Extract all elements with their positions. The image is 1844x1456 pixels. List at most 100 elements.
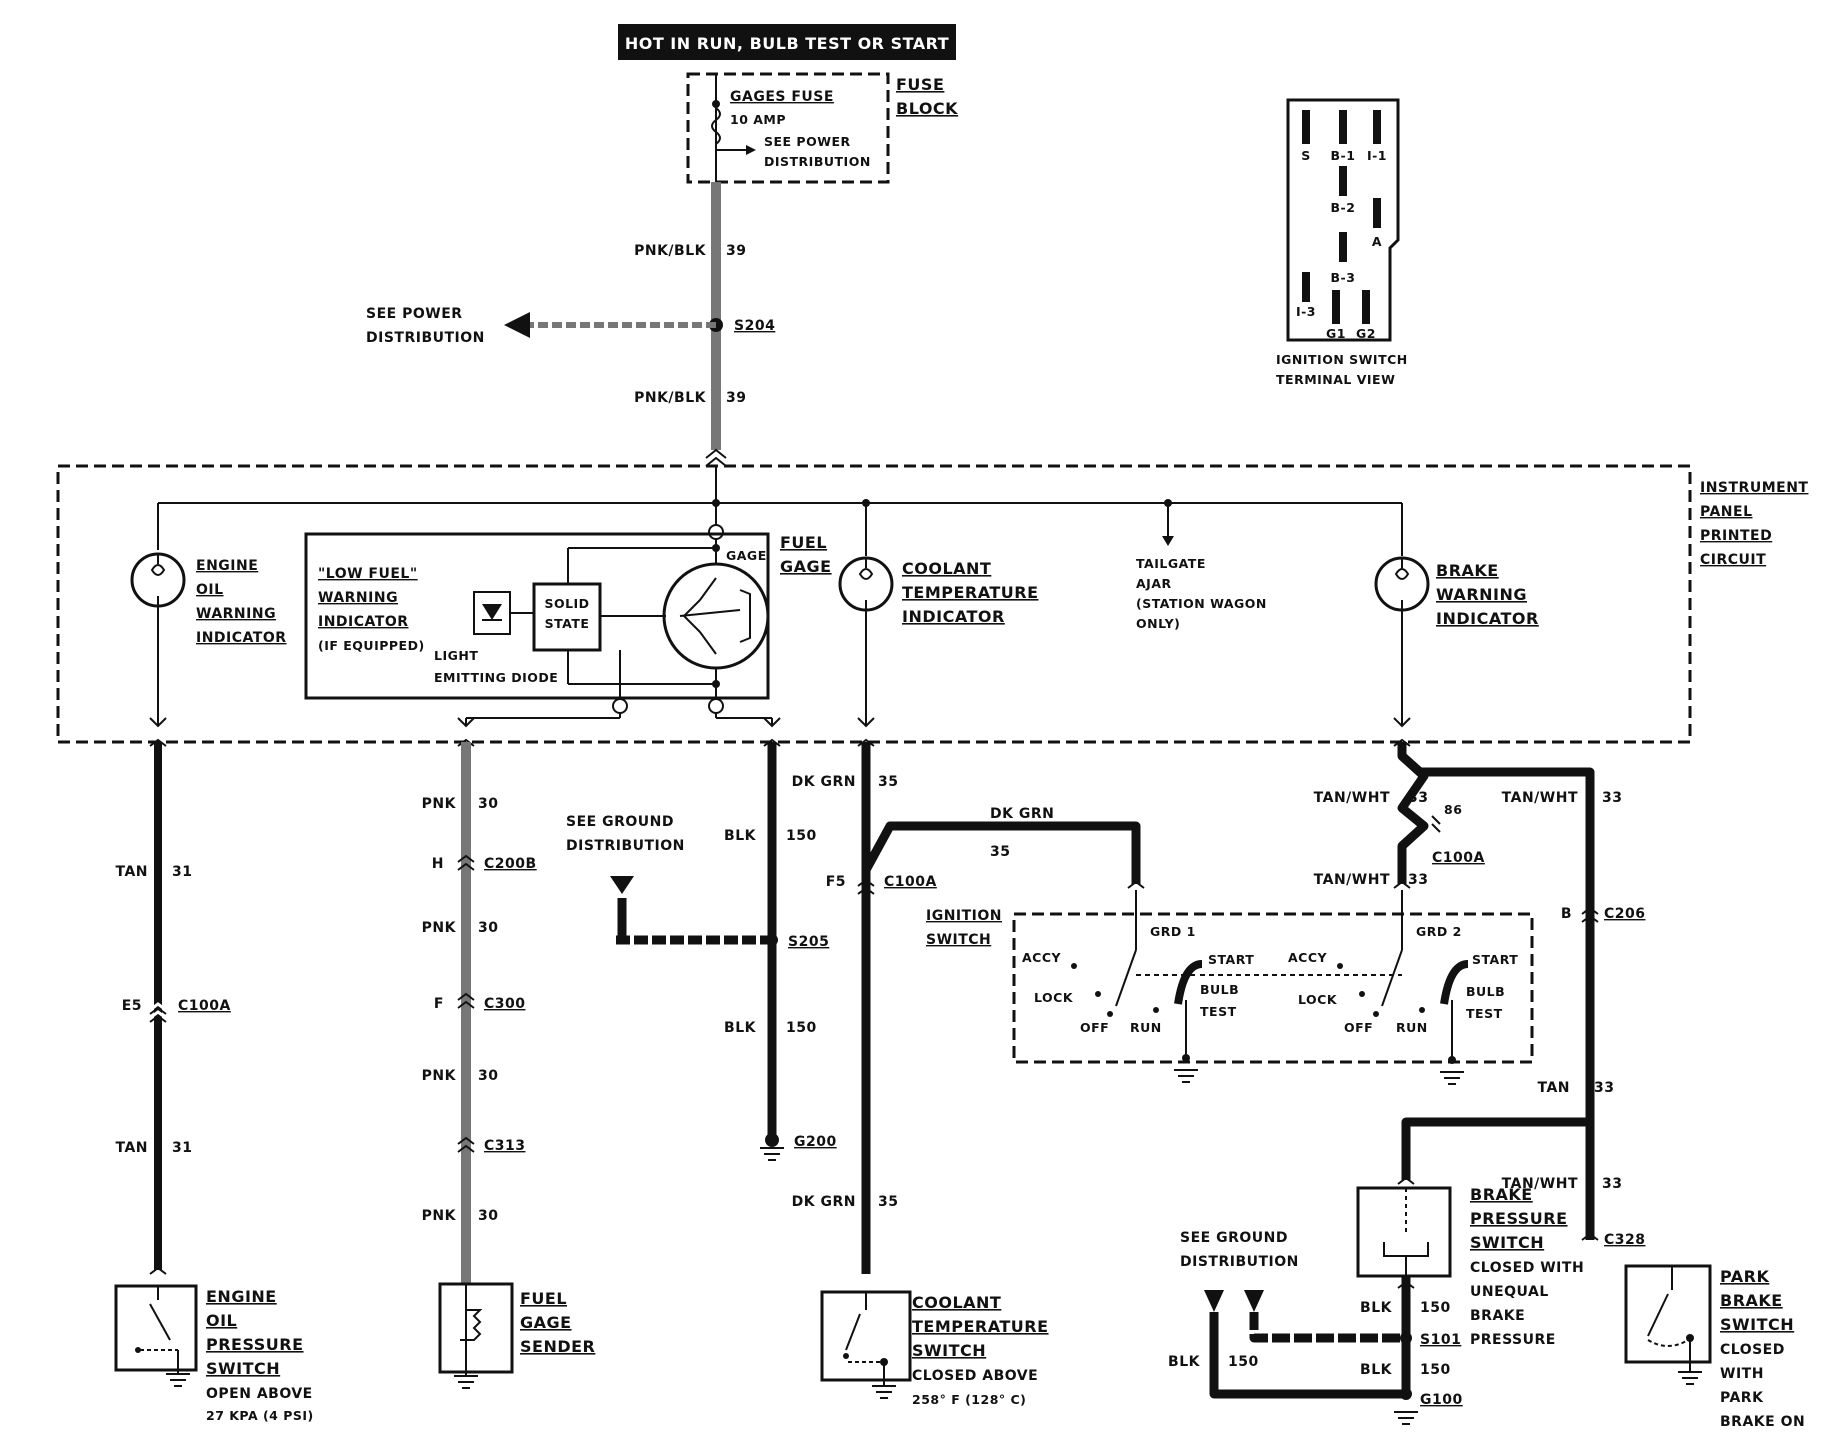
- pressure-switch-label-3: SWITCH: [1470, 1233, 1544, 1252]
- sender-label-2: GAGE: [520, 1313, 572, 1332]
- fuel-wire-num-3: 30: [478, 1068, 498, 1084]
- feed-wire-bot-num: 39: [726, 390, 746, 406]
- engine-oil-label-1: ENGINE: [196, 558, 258, 574]
- fuel-c2-pin: F: [434, 996, 444, 1012]
- splice-s204: S204: [734, 318, 775, 334]
- ign-accy-1: ACCY: [1022, 950, 1062, 965]
- ign-lock-1: LOCK: [1034, 990, 1074, 1005]
- brake-tanwht-4: TAN/WHT: [1502, 1176, 1578, 1192]
- brake-150-3: 150: [1228, 1354, 1259, 1370]
- ipc-label-3: PRINTED: [1700, 528, 1772, 544]
- ign-run-2: RUN: [1396, 1020, 1428, 1035]
- feed-wire-bot-color: PNK/BLK: [634, 390, 707, 406]
- ign-lock-2: LOCK: [1298, 992, 1338, 1007]
- ign-accy-2: ACCY: [1288, 950, 1328, 965]
- fuel-sender-circuit: PNK 30 H C200B PNK 30 F C300 PNK 30 C313…: [422, 738, 595, 1389]
- brake-conn-c100a: C100A: [1432, 850, 1485, 866]
- led-label-2: EMITTING DIODE: [434, 670, 558, 685]
- coolant-conn-pin: F5: [826, 874, 846, 890]
- ign-bulb-2: BULB: [1466, 984, 1505, 999]
- pressure-switch-label-2: PRESSURE: [1470, 1209, 1568, 1228]
- oil-switch-label-1: ENGINE: [206, 1287, 277, 1306]
- solid-state-label-2: STATE: [545, 616, 590, 631]
- ipc-label-4: CIRCUIT: [1700, 552, 1766, 568]
- terminal-g2: G2: [1356, 326, 1376, 341]
- oil-note-2: 27 KPA (4 PSI): [206, 1408, 314, 1423]
- solid-state-label-1: SOLID: [544, 596, 589, 611]
- low-fuel-label-3: INDICATOR: [318, 614, 409, 630]
- oil-wire2-num: 31: [172, 1140, 192, 1156]
- fuel-wire-color-4: PNK: [422, 1208, 457, 1224]
- sender-label-1: FUEL: [520, 1289, 567, 1308]
- gage-label: GAGE: [726, 548, 767, 563]
- oil-conn-pin: E5: [122, 998, 142, 1014]
- oil-switch-label-2: OIL: [206, 1311, 237, 1330]
- brake-tanwht-1: TAN/WHT: [1314, 790, 1390, 806]
- park-switch-label-1: PARK: [1720, 1267, 1769, 1286]
- coolant-note-1: CLOSED ABOVE: [912, 1368, 1038, 1384]
- ipc-label-1: INSTRUMENT: [1700, 480, 1808, 496]
- brake-see-ground-1: SEE GROUND: [1180, 1230, 1288, 1246]
- instrument-panel-circuit: INSTRUMENT PANEL PRINTED CIRCUIT ENGINE …: [56, 464, 1808, 744]
- coolant-circuit: DK GRN 35 DK GRN 35 F5 C100A DK GRN 35 C…: [792, 738, 1145, 1407]
- brake-150-2: 150: [1420, 1362, 1451, 1378]
- coolant-note-2: 258° F (128° C): [912, 1392, 1026, 1407]
- arrow-down-icon: [1162, 536, 1174, 546]
- ign-run-1: RUN: [1130, 1020, 1162, 1035]
- low-fuel-label-2: WARNING: [318, 590, 398, 606]
- coolant-conn: C100A: [884, 874, 937, 890]
- pressure-switch-label-1: BRAKE: [1470, 1185, 1533, 1204]
- tailgate-label-1: TAILGATE: [1136, 556, 1206, 571]
- fuel-c3: C313: [484, 1138, 526, 1154]
- ground-icon: [1394, 1411, 1418, 1425]
- fuel-wire-color: PNK: [422, 796, 457, 812]
- brake-label-1: BRAKE: [1436, 561, 1499, 580]
- terminal-i3: I-3: [1296, 304, 1316, 319]
- ign-bulb-1: BULB: [1200, 982, 1239, 997]
- coolant-wire-color: DK GRN: [792, 774, 856, 790]
- ground-wire-color: BLK: [724, 828, 757, 844]
- brake-150-1: 150: [1420, 1300, 1451, 1316]
- feed-wire-top-num: 39: [726, 243, 746, 259]
- c206: C206: [1604, 906, 1646, 922]
- ignition-label-2: SWITCH: [926, 932, 991, 948]
- ground-icon: [1678, 1371, 1702, 1385]
- coolant-switch-label-3: SWITCH: [912, 1341, 986, 1360]
- terminal-b3: B-3: [1331, 270, 1356, 285]
- ground-icon: [454, 1375, 478, 1389]
- pressure-note-3: BRAKE: [1470, 1308, 1525, 1324]
- ground-see-2: DISTRIBUTION: [566, 838, 685, 854]
- pressure-note-4: PRESSURE: [1470, 1332, 1556, 1348]
- fuel-wire-num-2: 30: [478, 920, 498, 936]
- ground-g100: G100: [1420, 1392, 1463, 1408]
- pressure-note-1: CLOSED WITH: [1470, 1260, 1584, 1276]
- fuel-wire-color-2: PNK: [422, 920, 457, 936]
- splice-s205: S205: [788, 934, 829, 950]
- ground-icon: [760, 1147, 784, 1161]
- ground-icon: [1174, 1069, 1198, 1083]
- led-icon: [482, 604, 502, 620]
- engine-oil-label-2: OIL: [196, 582, 224, 598]
- oil-wire2-color: TAN: [115, 1140, 148, 1156]
- oil-note-1: OPEN ABOVE: [206, 1386, 313, 1402]
- brake-tanwht-3: TAN/WHT: [1502, 790, 1578, 806]
- fuel-c2: C300: [484, 996, 526, 1012]
- ground-wire-num: 150: [786, 828, 817, 844]
- led-label-1: LIGHT: [434, 648, 478, 663]
- fuse-name: GAGES FUSE: [730, 89, 834, 105]
- fuel-gage-label-1: FUEL: [780, 533, 827, 552]
- sender-label-3: SENDER: [520, 1337, 595, 1356]
- brake-tan-num: 33: [1594, 1080, 1614, 1096]
- terminal-s: S: [1301, 148, 1311, 163]
- terminal-a: A: [1372, 234, 1382, 249]
- fuse-block-label-2: BLOCK: [896, 99, 958, 118]
- coolant-label-3: INDICATOR: [902, 607, 1005, 626]
- terminal-view-caption-1: IGNITION SWITCH: [1276, 352, 1408, 367]
- header-banner: HOT IN RUN, BULB TEST OR START: [618, 24, 956, 60]
- terminal-i1: I-1: [1367, 148, 1387, 163]
- terminal-view-caption-2: TERMINAL VIEW: [1276, 372, 1395, 387]
- ign-off-1: OFF: [1080, 1020, 1109, 1035]
- coolant-switch-label-2: TEMPERATURE: [912, 1317, 1049, 1336]
- brake-circuit: TAN/WHT 33 86 C100A TAN/WHT 33 TAN/WHT 3…: [1168, 738, 1805, 1430]
- arrow-down-icon: [1204, 1290, 1224, 1312]
